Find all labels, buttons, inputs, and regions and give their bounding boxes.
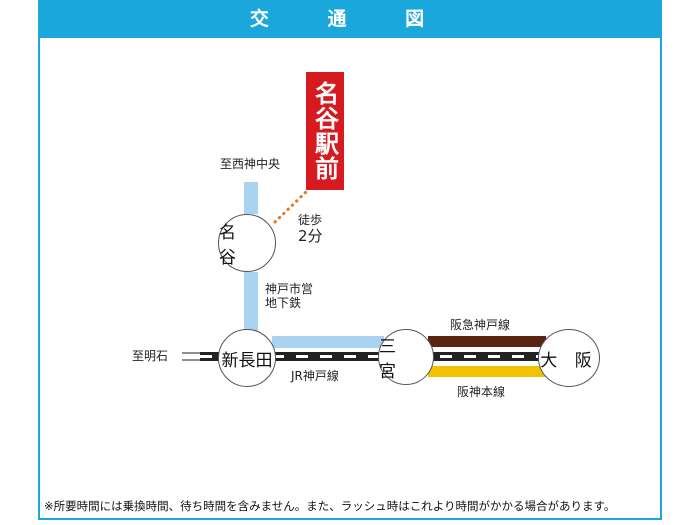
hankyu-line: [428, 336, 546, 347]
hanshin-line-label: 阪神本線: [457, 385, 506, 399]
subway-line-label-2: 地下鉄: [265, 295, 302, 310]
subway-line-horizontal: [272, 336, 384, 348]
map-frame: [38, 0, 662, 520]
direction-akashi: 至明石: [132, 349, 169, 363]
subway-line-vertical: [244, 272, 258, 332]
jr-kobe-line-label: JR神戸線: [291, 369, 339, 383]
walk-path: [273, 190, 308, 224]
walk-label-text: 徒歩: [298, 213, 323, 227]
walk-label: 徒歩 2分: [298, 213, 323, 245]
hankyu-line-label: 阪急神戸線: [450, 318, 511, 332]
page-title: 交 通 図: [38, 0, 662, 38]
direction-seishin-chuo: 至西神中央: [220, 157, 281, 171]
subway-line-north: [244, 182, 258, 214]
station-myodani: 名 谷: [218, 214, 276, 272]
station-sannomiya: 三 宮: [378, 329, 434, 385]
footer-note: ※所要時間には乗換時間、待ち時間を含みません。また、ラッシュ時はこれより時間がか…: [44, 499, 616, 513]
subway-line-label: 神戸市営 地下鉄: [265, 282, 314, 311]
station-shin-nagata: 新長田: [218, 329, 276, 387]
subway-line-label-1: 神戸市営: [265, 282, 314, 296]
jr-west-extension: [182, 352, 216, 361]
destination-sign: 名谷駅前: [306, 72, 344, 190]
hanshin-line: [428, 366, 546, 377]
walk-label-time: 2分: [298, 226, 323, 245]
station-osaka: 大 阪: [538, 329, 600, 387]
